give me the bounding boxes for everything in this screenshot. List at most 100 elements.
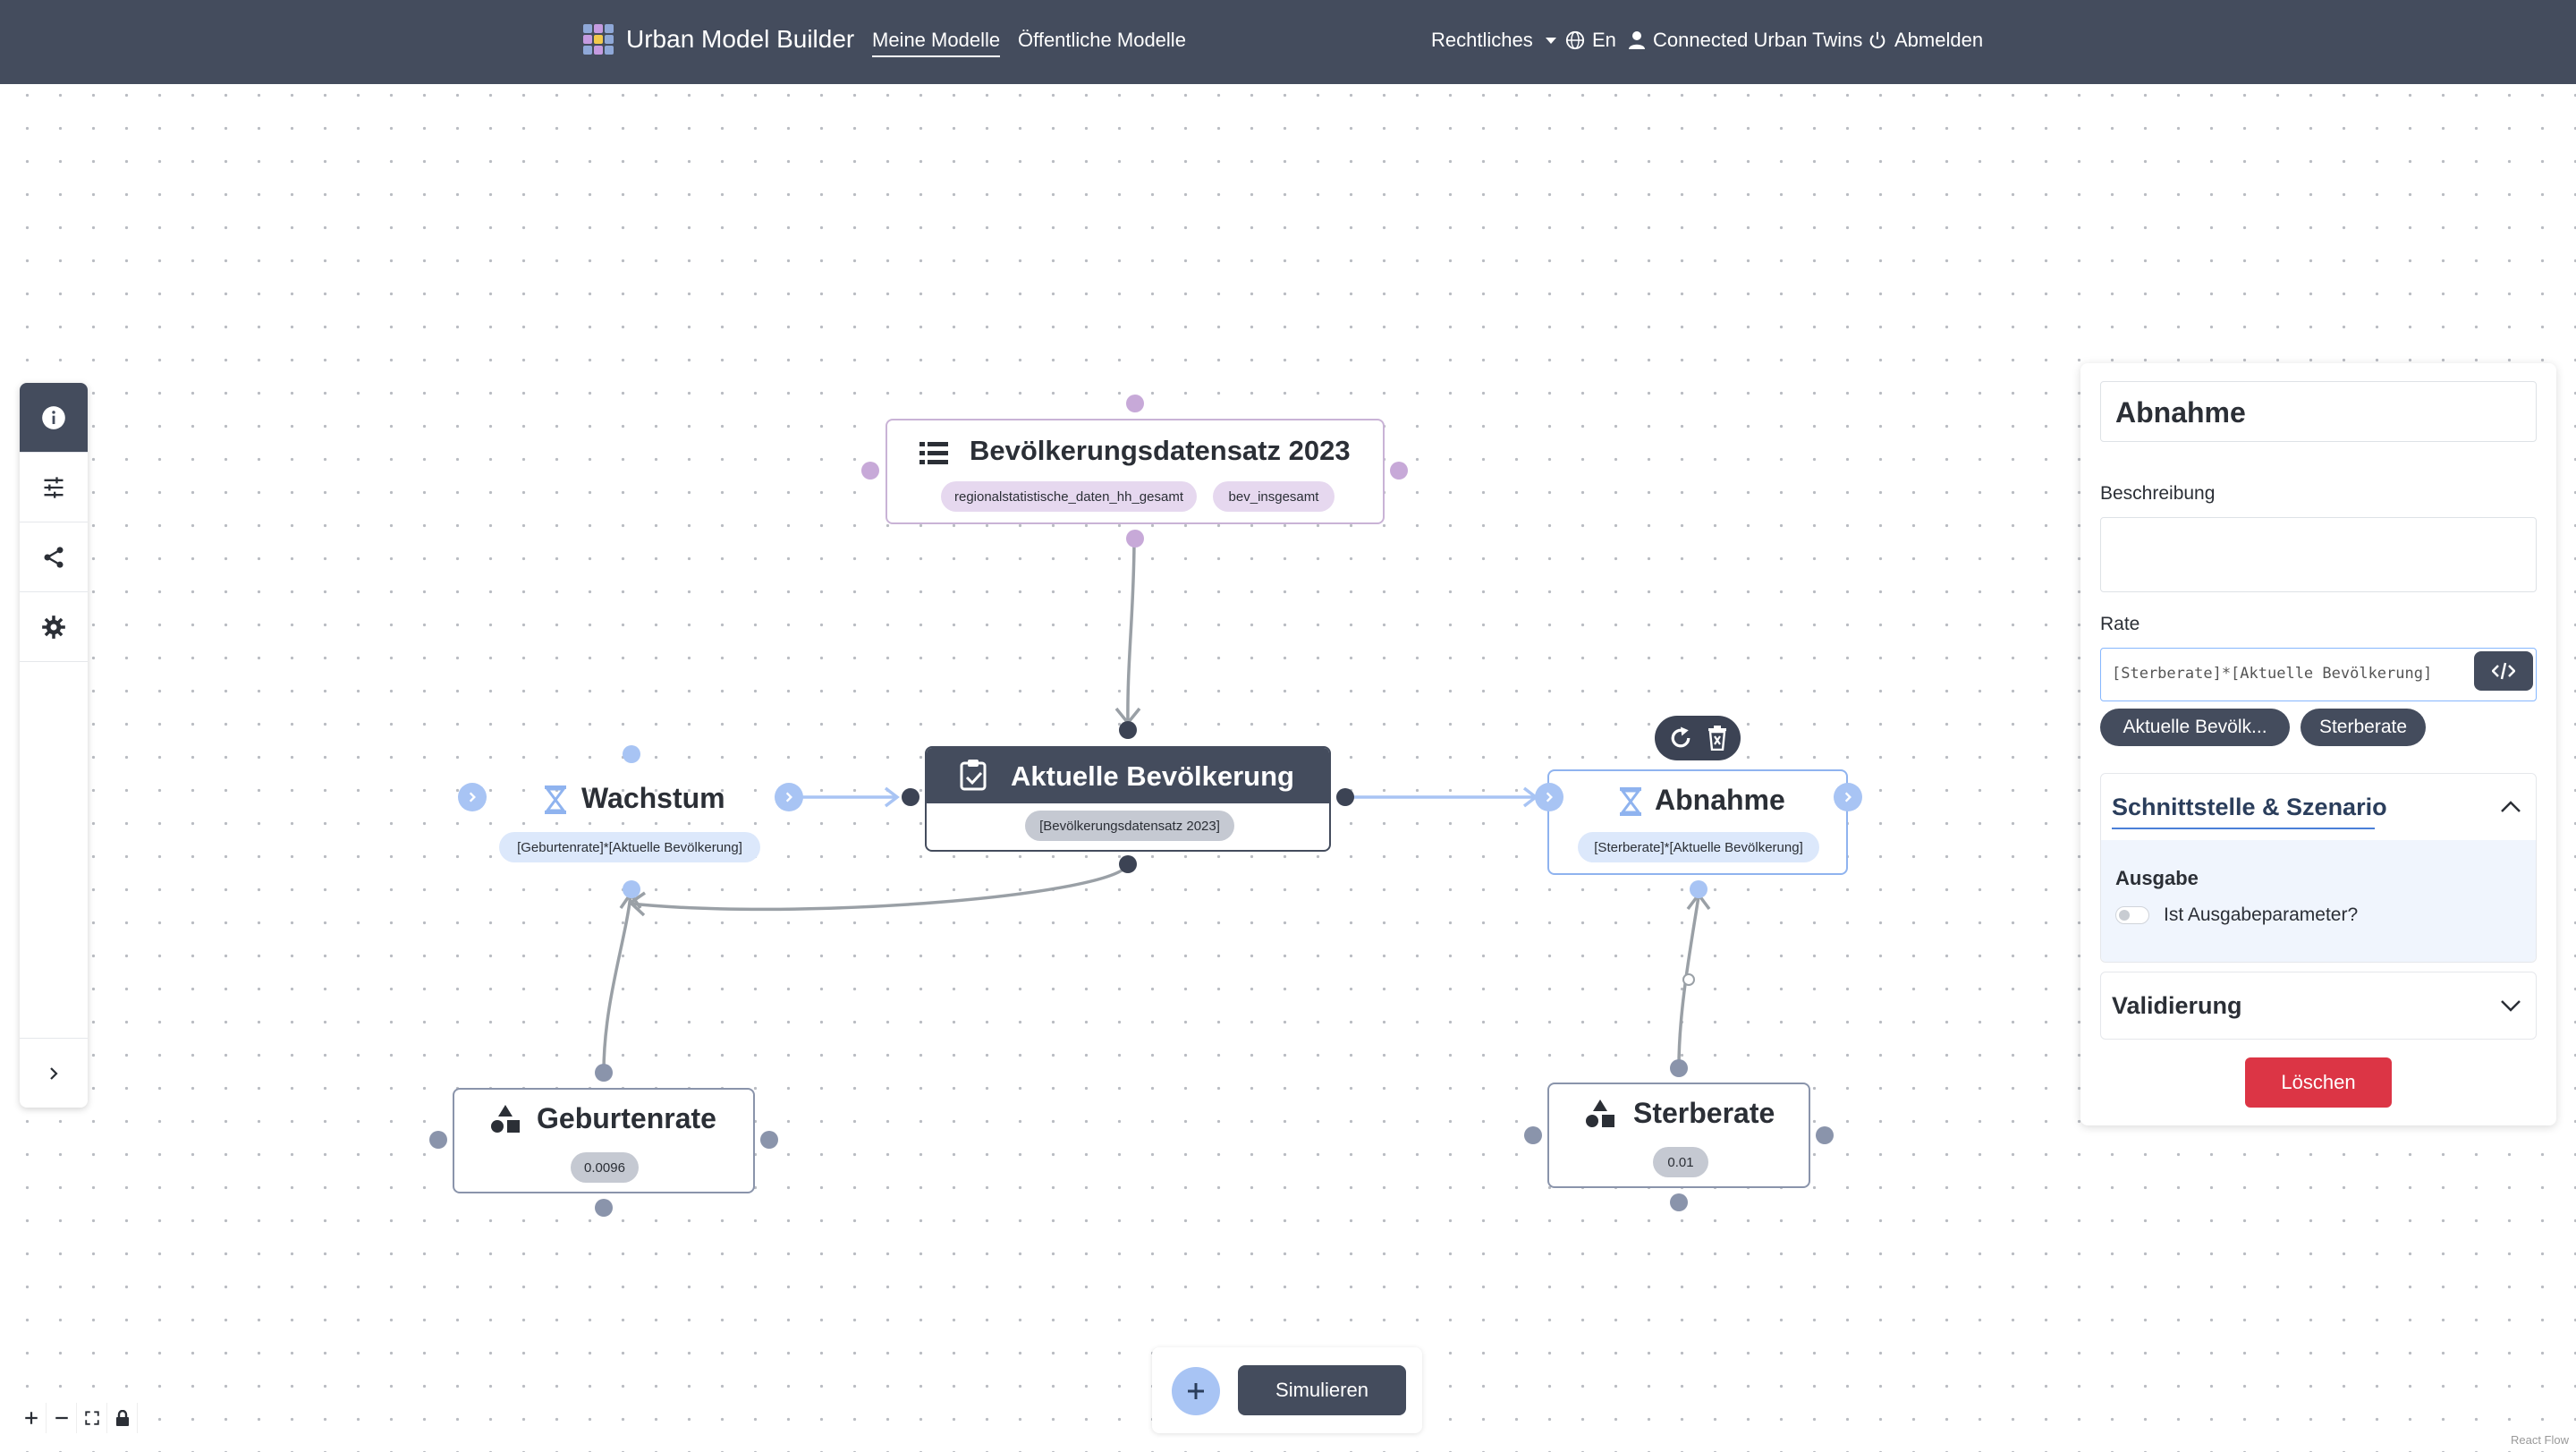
birthrate-chip[interactable]: 0.0096	[571, 1152, 639, 1183]
node-population-title: Aktuelle Bevölkerung	[1011, 760, 1294, 792]
tool-share[interactable]	[20, 522, 88, 592]
legal-dropdown[interactable]: Rechtliches	[1431, 29, 1556, 52]
handle[interactable]	[1390, 462, 1408, 480]
description-textarea[interactable]	[2100, 517, 2537, 592]
tool-info[interactable]	[20, 383, 88, 453]
node-birthrate-title: Geburtenrate	[537, 1102, 716, 1134]
chevron-right-icon	[785, 792, 792, 802]
nav-public-models[interactable]: Öffentliche Modelle	[1018, 29, 1186, 51]
rotate-icon[interactable]	[1667, 725, 1694, 751]
handle[interactable]	[1126, 530, 1144, 548]
user-menu[interactable]: Connected Urban Twins	[1628, 29, 1862, 52]
edge-midpoint[interactable]	[1682, 973, 1695, 986]
tool-sliders[interactable]	[20, 453, 88, 522]
node-dataset[interactable]: Bevölkerungsdatensatz 2023 regionalstati…	[886, 419, 1385, 524]
edge-birthrate-growth[interactable]	[602, 894, 632, 1073]
accordion-validation[interactable]: Validierung	[2100, 972, 2537, 1040]
tool-settings[interactable]	[20, 592, 88, 662]
handle[interactable]	[1336, 788, 1354, 806]
brand-logo-icon	[583, 24, 614, 55]
edge-dataset-population[interactable]	[1126, 538, 1136, 724]
handle[interactable]	[1119, 855, 1137, 873]
node-toolbar	[1655, 716, 1741, 760]
node-growth-title: Wachstum	[581, 782, 725, 814]
handle[interactable]	[1816, 1126, 1834, 1144]
accordion-interface-header[interactable]: Schnittstelle & Szenario	[2101, 774, 2536, 840]
brand[interactable]: Urban Model Builder	[583, 24, 854, 55]
gear-icon	[42, 615, 65, 639]
user-icon	[1629, 31, 1645, 49]
handle[interactable]	[902, 788, 919, 806]
growth-chip[interactable]: [Geburtenrate]*[Aktuelle Bevölkerung]	[499, 832, 760, 862]
chevron-right-icon	[469, 792, 476, 802]
ref-pill-population[interactable]: Aktuelle Bevölk...	[2100, 709, 2290, 746]
dataset-chip[interactable]: regionalstatistische_daten_hh_gesamt	[941, 481, 1197, 512]
toggle-knob	[2119, 910, 2130, 921]
handle[interactable]	[429, 1131, 447, 1149]
handle[interactable]	[1126, 395, 1144, 412]
flow-handle[interactable]	[1535, 783, 1563, 811]
node-decline-title: Abnahme	[1655, 784, 1785, 816]
element-name-input[interactable]: Abnahme	[2100, 381, 2537, 442]
logout-button[interactable]: Abmelden	[1868, 29, 1983, 52]
active-underline	[2112, 828, 2375, 829]
ref-pill-deathrate[interactable]: Sterberate	[2301, 709, 2426, 746]
flow-handle[interactable]	[458, 783, 487, 811]
node-deathrate[interactable]: Sterberate 0.01	[1547, 1083, 1810, 1188]
power-icon	[1869, 31, 1885, 48]
output-toggle[interactable]	[2115, 906, 2149, 924]
accordion-interface: Schnittstelle & Szenario Ausgabe Ist Aus…	[2100, 773, 2537, 963]
fit-view-button[interactable]	[77, 1403, 107, 1433]
delete-button[interactable]: Löschen	[2245, 1057, 2392, 1108]
population-chip[interactable]: [Bevölkerungsdatensatz 2023]	[1025, 811, 1234, 841]
plus-icon	[24, 1412, 38, 1424]
handle[interactable]	[1690, 880, 1707, 898]
handle[interactable]	[861, 462, 879, 480]
handle[interactable]	[595, 1199, 613, 1217]
handle[interactable]	[1670, 1059, 1688, 1077]
sliders-icon	[44, 476, 64, 498]
code-editor-button[interactable]	[2474, 651, 2533, 691]
expand-toolbar-button[interactable]	[20, 1038, 88, 1108]
list-icon	[919, 442, 948, 464]
node-birthrate[interactable]: Geburtenrate 0.0096	[453, 1088, 755, 1193]
output-toggle-label: Ist Ausgabeparameter?	[2164, 904, 2359, 925]
node-growth[interactable]: Wachstum [Geburtenrate]*[Aktuelle Bevölk…	[499, 769, 764, 866]
zoom-in-button[interactable]	[16, 1403, 47, 1433]
edge-population-growth[interactable]	[630, 863, 1130, 912]
chevron-right-icon	[1546, 792, 1553, 802]
nav-my-models[interactable]: Meine Modelle	[872, 29, 1001, 57]
handle[interactable]	[1119, 721, 1137, 739]
node-population-header	[927, 748, 1329, 803]
handle[interactable]	[760, 1131, 778, 1149]
add-element-button[interactable]	[1172, 1367, 1220, 1415]
react-flow-attribution[interactable]: React Flow	[2506, 1431, 2572, 1448]
handle[interactable]	[623, 745, 640, 763]
handle[interactable]	[1670, 1193, 1688, 1211]
node-population[interactable]: Aktuelle Bevölkerung [Bevölkerungsdatens…	[925, 746, 1331, 852]
flow-handle[interactable]	[1834, 783, 1862, 811]
handle[interactable]	[1524, 1126, 1542, 1144]
deathrate-chip[interactable]: 0.01	[1653, 1147, 1708, 1177]
handle[interactable]	[595, 1064, 613, 1082]
handle[interactable]	[623, 880, 640, 898]
trash-icon[interactable]	[1707, 726, 1728, 751]
chevron-up-icon	[2501, 801, 2521, 812]
hourglass-icon	[1620, 787, 1641, 816]
brand-name: Urban Model Builder	[626, 25, 855, 53]
zoom-out-button[interactable]	[47, 1403, 77, 1433]
rate-input[interactable]: [Sterberate]*[Aktuelle Bevölkerung]	[2100, 648, 2537, 701]
node-decline[interactable]: Abnahme [Sterberate]*[Aktuelle Bevölkeru…	[1547, 769, 1848, 875]
chevron-right-icon	[1844, 792, 1852, 802]
decline-chip[interactable]: [Sterberate]*[Aktuelle Bevölkerung]	[1578, 832, 1819, 862]
navbar: Urban Model Builder Meine Modelle Öffent…	[0, 0, 2576, 84]
description-label: Beschreibung	[2100, 483, 2216, 504]
simulate-button[interactable]: Simulieren	[1238, 1365, 1406, 1415]
dataset-chip[interactable]: bev_insgesamt	[1213, 481, 1335, 512]
caret-down-icon	[1545, 37, 1556, 44]
flow-handle[interactable]	[775, 783, 803, 811]
lock-button[interactable]	[107, 1403, 138, 1433]
left-toolbar	[20, 383, 88, 1108]
language-switch[interactable]: En	[1565, 29, 1616, 52]
